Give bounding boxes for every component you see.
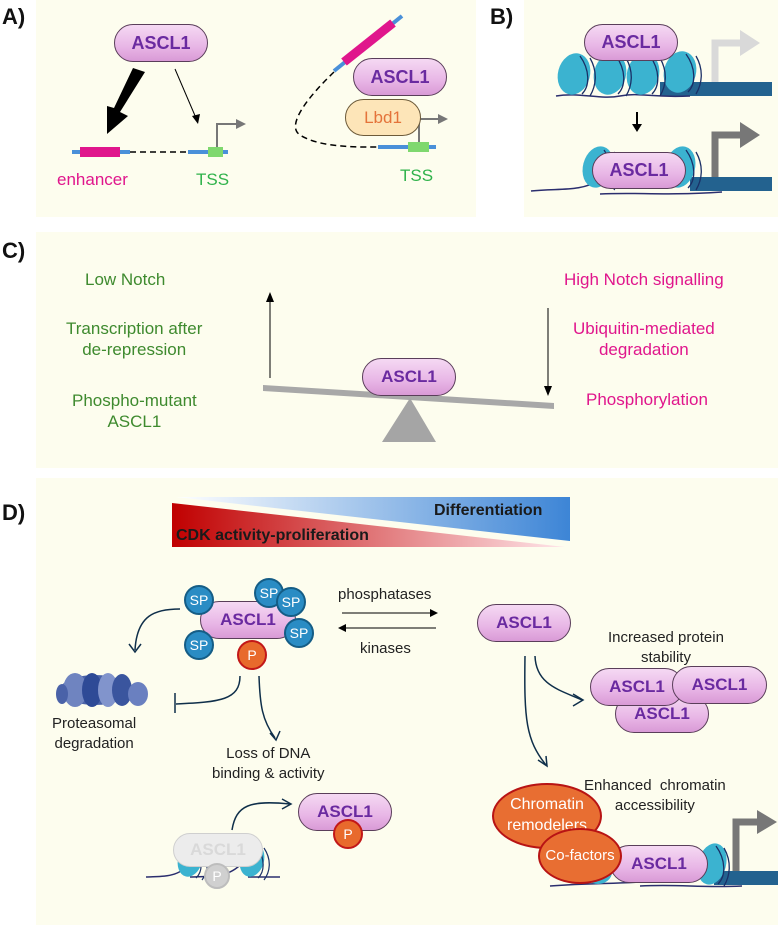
tss-label-left: TSS — [196, 170, 230, 189]
faded-phospho-site: P — [204, 863, 230, 889]
to-stability-arrow — [534, 655, 583, 701]
panel-c-label: C) — [2, 238, 26, 263]
low-notch-label: Low Notch — [85, 270, 166, 289]
tss-element-left — [208, 147, 223, 157]
ascl1-protein-b-bottom: ASCL1 — [592, 152, 686, 189]
phosphorylation-label: Phosphorylation — [586, 390, 708, 409]
enhancer-element — [80, 147, 120, 157]
enhancer-label: enhancer — [57, 170, 128, 189]
release-arrow — [231, 802, 291, 831]
proliferation-gradient — [172, 503, 565, 547]
lbd1-cofactor: Lbd1 — [345, 99, 421, 136]
seesaw-beam — [263, 385, 554, 409]
tss-label-right: TSS — [400, 166, 434, 185]
ascl1-stable: ASCL1 — [672, 666, 767, 704]
tss-element-right — [408, 142, 429, 152]
to-loss-arrow — [258, 675, 276, 739]
enhancer-element-looped — [341, 19, 396, 66]
differentiation-label: Differentiation — [434, 502, 543, 519]
seesaw-fulcrum — [382, 398, 436, 442]
ubiquitin-label: Ubiquitin-mediated degradation — [573, 319, 715, 360]
gene-body-d — [714, 871, 778, 885]
ascl1-protein-a-right: ASCL1 — [353, 58, 447, 96]
tss-arrow-active — [711, 131, 745, 177]
high-notch-label: High Notch signalling — [564, 270, 724, 289]
nucleosomes-closed — [557, 51, 702, 97]
ascl1-faded: ASCL1 — [173, 833, 263, 867]
panel-b-label: B) — [490, 4, 514, 29]
chromatin-accessibility-label: Enhanced chromatin accessibility — [584, 777, 726, 814]
weak-binding-arrow — [174, 68, 197, 119]
phosphatases-label: phosphatases — [338, 586, 432, 603]
to-proteasome-arrow — [134, 608, 181, 651]
kinases-label: kinases — [360, 640, 411, 657]
gene-body-bottom — [690, 177, 772, 191]
stability-label: Increased protein stability — [608, 629, 724, 666]
ascl1-stable: ASCL1 — [590, 668, 684, 706]
tss-arrow-d — [732, 818, 762, 871]
panel-d-label: D) — [2, 500, 26, 525]
inhibition-arrow — [175, 675, 241, 705]
sp-site: SP — [184, 630, 214, 660]
transcription-label: Transcription after de-repression — [66, 319, 203, 360]
differentiation-gradient — [176, 497, 570, 541]
sp-site: SP — [276, 587, 306, 617]
proteasome-icon — [56, 673, 148, 707]
tss-arrow-left — [216, 123, 238, 147]
ascl1-protein-a-left: ASCL1 — [114, 24, 208, 62]
ascl1-protein-b-top: ASCL1 — [584, 24, 678, 61]
proliferation-label: CDK activity-proliferation — [176, 527, 369, 544]
loss-of-binding-label: Loss of DNA binding & activity — [212, 745, 325, 782]
tss-arrow-inactive — [711, 39, 745, 82]
panel-a-label: A) — [2, 4, 26, 29]
ascl1-bound: ASCL1 — [610, 845, 708, 883]
sp-site: SP — [184, 585, 214, 615]
strong-binding-arrow — [107, 68, 145, 134]
to-chromatin-arrow — [524, 655, 547, 766]
phospho-site: P — [237, 640, 267, 670]
released-phospho-site: P — [333, 819, 363, 849]
sp-site: SP — [284, 618, 314, 648]
phospho-mutant-label: Phospho-mutant ASCL1 — [72, 391, 197, 432]
ascl1-protein-c: ASCL1 — [362, 358, 456, 396]
ascl1-released: ASCL1 — [298, 793, 392, 831]
ascl1-dephosphorylated: ASCL1 — [477, 604, 571, 642]
co-factors: Co-factors — [538, 828, 622, 884]
proteasomal-degradation-label: Proteasomal degradation — [52, 715, 137, 752]
